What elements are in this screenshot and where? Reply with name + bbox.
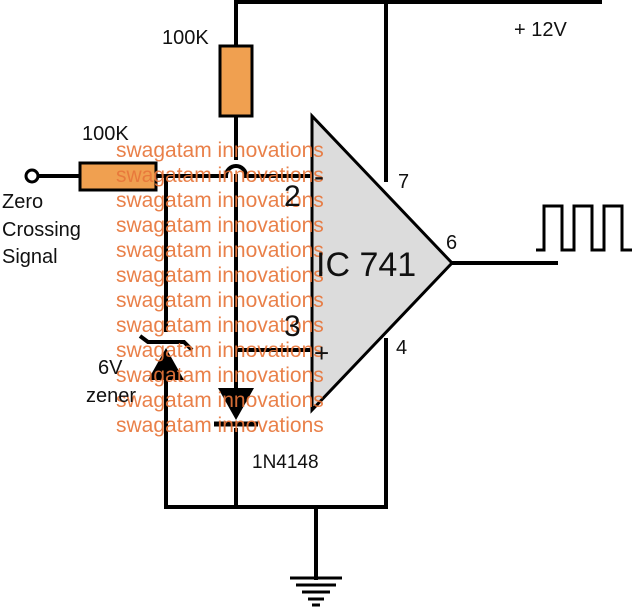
resistor-input [78, 161, 158, 192]
square-wave-icon [536, 204, 632, 252]
watermark: swagatam innovations swagatam innovation… [116, 139, 324, 437]
resistor-input-label: 100K [82, 123, 129, 145]
pin7-label: 7 [398, 171, 409, 193]
minus-sign: - [314, 160, 324, 193]
wires [30, 0, 602, 580]
watermark-line: swagatam innovations [116, 289, 324, 312]
diode-label: 1N4148 [252, 452, 319, 473]
watermark-line: swagatam innovations [116, 264, 324, 287]
watermark-line: swagatam innovations [116, 389, 324, 412]
pin4-label: 4 [396, 337, 407, 359]
zener-label-line2: zener [86, 385, 136, 407]
plus-sign: + [314, 338, 329, 368]
pin6-label: 6 [446, 232, 457, 254]
opamp-body [310, 112, 455, 414]
ground-symbol [290, 576, 342, 607]
watermark-line: swagatam innovations [116, 189, 324, 212]
ic-label: IC 741 [316, 246, 416, 284]
pin2-label: 2 [284, 180, 301, 213]
watermark-line: swagatam innovations [116, 414, 324, 437]
resistor-top [218, 44, 254, 118]
input-label-line2: Crossing [2, 219, 81, 241]
watermark-line: swagatam innovations [116, 164, 324, 187]
pin3-label: 3 [284, 310, 301, 343]
watermark-line: swagatam innovations [116, 364, 324, 387]
input-terminal [24, 168, 40, 184]
input-label-line1: Zero [2, 191, 43, 213]
watermark-line: swagatam innovations [116, 214, 324, 237]
resistor-top-label: 100K [162, 27, 209, 49]
watermark-line: swagatam innovations [116, 314, 324, 337]
signal-diode [214, 388, 258, 427]
input-label-line3: Signal [2, 246, 58, 268]
watermark-line: swagatam innovations [116, 339, 324, 362]
watermark-line: swagatam innovations [116, 139, 324, 162]
zener-diode [138, 334, 194, 380]
watermark-line: swagatam innovations [116, 239, 324, 262]
zener-label-line1: 6V [98, 357, 123, 379]
supply-label: + 12V [514, 19, 567, 41]
